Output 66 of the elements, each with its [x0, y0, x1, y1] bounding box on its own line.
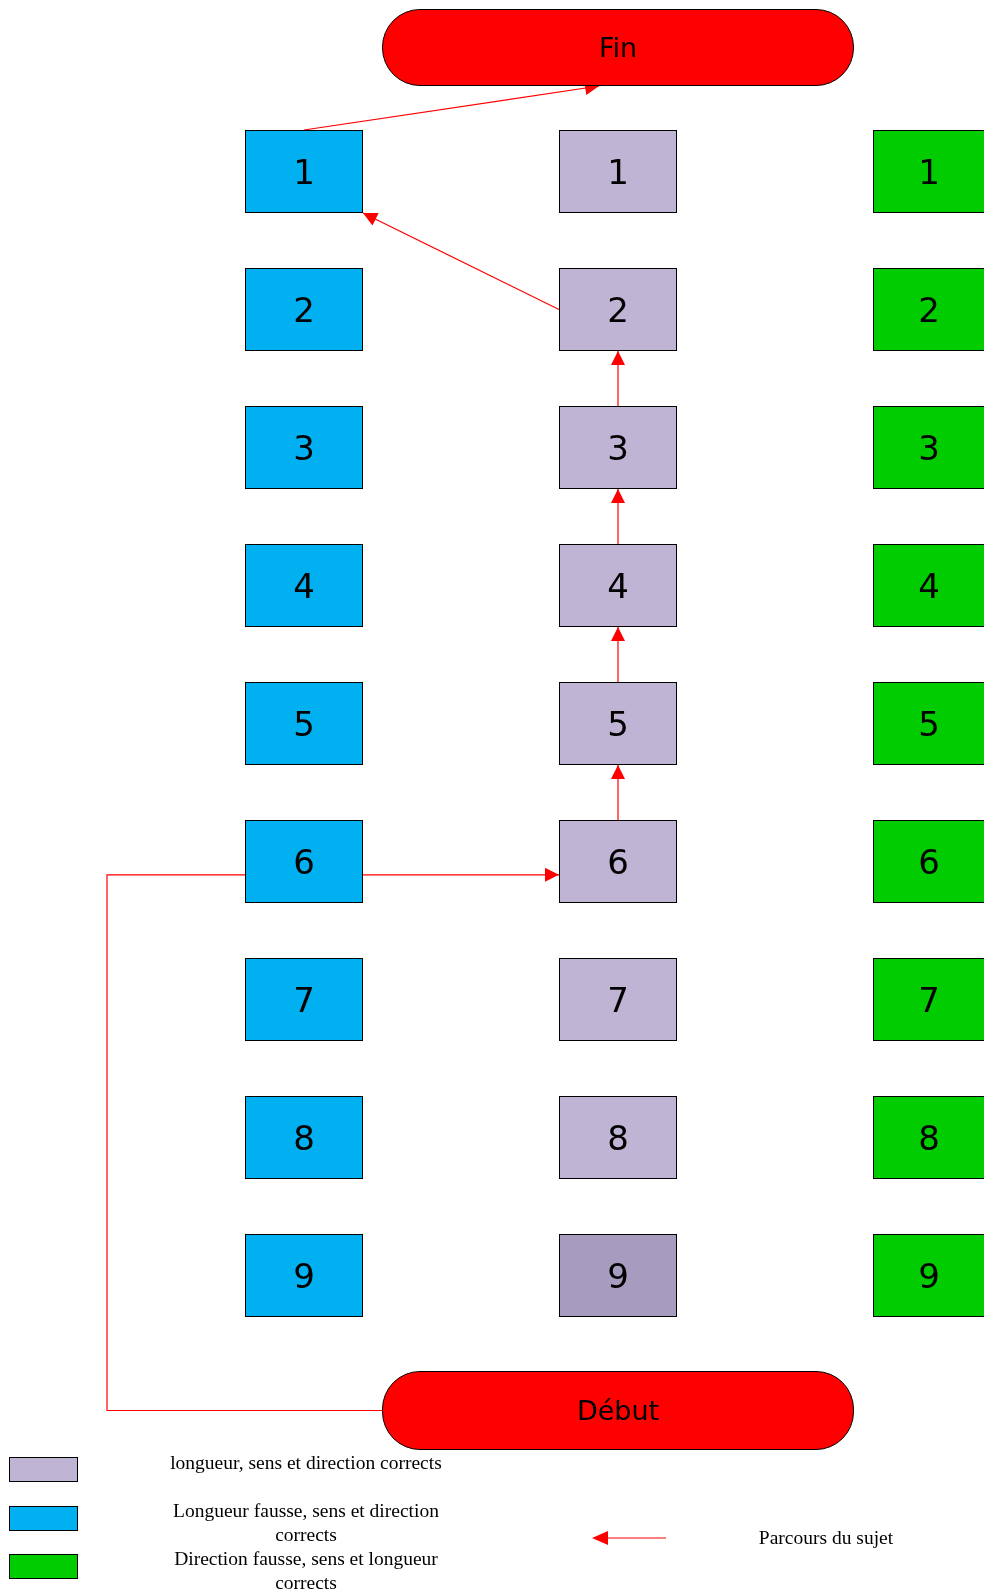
- node-label: 3: [918, 427, 940, 468]
- numbered-box: [873, 268, 984, 351]
- legend-text: Direction fausse, sens et longueur corrects: [173, 1547, 439, 1589]
- numbered-box: [559, 958, 677, 1041]
- node-label: 5: [607, 703, 629, 744]
- node-label: 8: [607, 1117, 629, 1158]
- legend-text: Longueur fausse, sens et direction corrects: [172, 1499, 440, 1547]
- numbered-box: [245, 268, 363, 351]
- numbered-box: [559, 130, 677, 213]
- numbered-box: [245, 544, 363, 627]
- numbered-box: [873, 130, 984, 213]
- numbered-box: [245, 1096, 363, 1179]
- node-label: 1: [293, 151, 315, 192]
- node-label: 6: [918, 841, 940, 882]
- arrow: [611, 626, 625, 683]
- numbered-box: [245, 820, 363, 903]
- numbered-box: [873, 1096, 984, 1179]
- numbered-box: [245, 130, 363, 213]
- numbered-box: [245, 958, 363, 1041]
- node-label: 7: [607, 979, 629, 1020]
- arrow: [611, 488, 625, 545]
- numbered-box: [873, 820, 984, 903]
- legend-text: longueur, sens et direction corrects: [169, 1451, 443, 1475]
- node-label: 5: [918, 703, 940, 744]
- node-label: 8: [918, 1117, 940, 1158]
- node-label: 7: [293, 979, 315, 1020]
- node-label: 4: [918, 565, 940, 606]
- node-label: 1: [918, 151, 940, 192]
- node-label: 4: [293, 565, 315, 606]
- numbered-box: [245, 1234, 363, 1317]
- node-label: 1: [607, 151, 629, 192]
- node-label: 2: [918, 289, 940, 330]
- numbered-box: [245, 406, 363, 489]
- numbered-box: [873, 958, 984, 1041]
- node-label: 6: [607, 841, 629, 882]
- numbered-box: [559, 820, 677, 903]
- node-label: 6: [293, 841, 315, 882]
- arrow: [611, 764, 625, 821]
- numbered-box: [873, 682, 984, 765]
- numbered-box: [559, 544, 677, 627]
- node-label: 8: [293, 1117, 315, 1158]
- node-label: 3: [293, 427, 315, 468]
- node-label: 9: [607, 1255, 629, 1296]
- numbered-box: [873, 406, 984, 489]
- arrow: [362, 212, 560, 311]
- node-label: 9: [918, 1255, 940, 1296]
- numbered-box: [559, 1096, 677, 1179]
- node-label: 3: [607, 427, 629, 468]
- arrow: [362, 867, 560, 882]
- numbered-box: [559, 268, 677, 351]
- node-label: Fin: [598, 32, 638, 63]
- node-label: 2: [607, 289, 629, 330]
- node-label: Début: [576, 1395, 660, 1426]
- node-label: 4: [607, 565, 629, 606]
- numbered-box: [559, 1234, 677, 1317]
- legend-text: Parcours du sujet: [757, 1526, 895, 1550]
- numbered-box: [873, 544, 984, 627]
- node-label: 5: [293, 703, 315, 744]
- numbered-box: [873, 1234, 984, 1317]
- node-label: 9: [293, 1255, 315, 1296]
- node-label: 7: [918, 979, 940, 1020]
- node-label: 2: [293, 289, 315, 330]
- numbered-box: [245, 682, 363, 765]
- numbered-box: [559, 406, 677, 489]
- numbered-box: [559, 682, 677, 765]
- arrow: [611, 350, 625, 407]
